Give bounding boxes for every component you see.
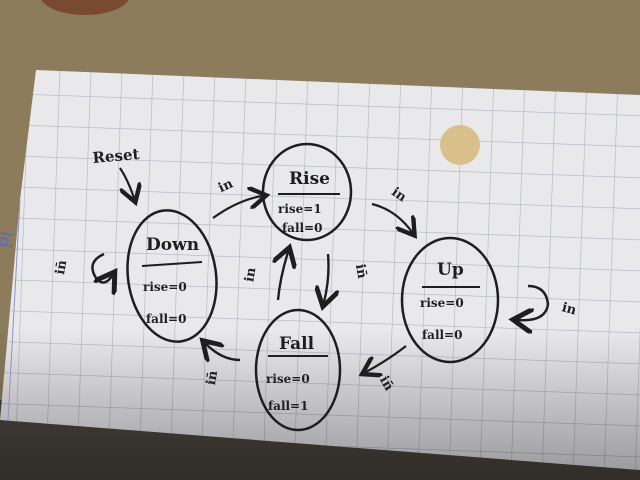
state-down-name: Down [146, 235, 199, 255]
paper-left-margin-line [7, 199, 21, 421]
coin-object [41, 0, 129, 15]
state-rise: Rise rise=1 fall=0 [261, 142, 353, 242]
state-rise-name: Rise [289, 169, 330, 189]
margin-mark-text: PI [0, 230, 19, 250]
transition-up-self-loop [518, 284, 550, 320]
reset-label: Reset [92, 145, 140, 167]
transition-down-to-rise-label: in [216, 176, 236, 196]
state-up-output-fall: fall=0 [422, 328, 462, 342]
transition-down-self-label: in̄ [53, 259, 70, 276]
state-down: Down rise=0 fall=0 [126, 209, 218, 343]
punch-hole [440, 125, 480, 165]
state-fall-name: Fall [279, 334, 315, 354]
transition-fall-to-down [206, 344, 241, 360]
transition-rise-to-fall-label: in̄ [352, 263, 369, 280]
state-up: Up rise=0 fall=0 [400, 236, 500, 364]
transition-fall-to-rise [278, 252, 288, 301]
state-up-name: Up [437, 260, 464, 280]
transition-fall-to-rise-label: in [242, 266, 259, 283]
transition-fall-to-down-label: in̄ [204, 369, 221, 386]
reset-arrow [119, 167, 134, 198]
transition-up-self-label: in [560, 300, 578, 318]
state-fall-output-fall: fall=1 [268, 399, 308, 413]
transition-rise-to-fall [324, 253, 329, 302]
state-rise-output-fall: fall=0 [282, 221, 322, 235]
grid-paper [0, 70, 640, 480]
state-fall-output-rise: rise=0 [266, 372, 310, 386]
transition-rise-to-up [371, 202, 412, 232]
state-up-output-rise: rise=0 [420, 296, 464, 310]
transition-down-to-rise [212, 196, 262, 219]
state-down-divider [141, 261, 203, 267]
transition-up-to-fall [366, 345, 407, 372]
state-rise-output-rise: rise=1 [278, 202, 322, 216]
state-down-output-rise: rise=0 [143, 280, 187, 294]
state-fall: Fall rise=0 fall=1 [254, 308, 342, 432]
state-down-output-fall: fall=0 [146, 312, 186, 326]
transition-down-self-loop [91, 252, 112, 283]
